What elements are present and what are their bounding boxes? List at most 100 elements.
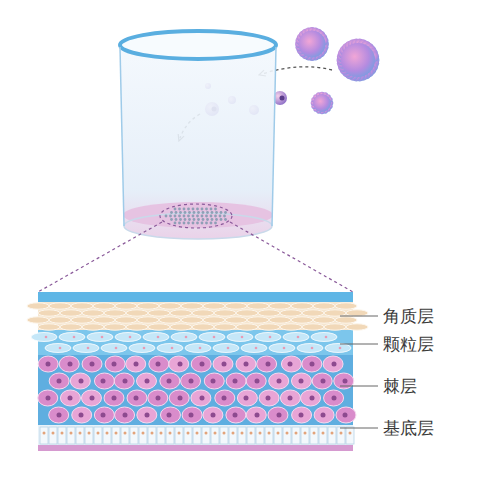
- membrane-dot: [174, 208, 177, 211]
- cell-nucleus: [349, 432, 352, 435]
- granular-cell: [199, 333, 225, 342]
- basal-cell: [103, 427, 111, 444]
- corneum-cell: [71, 317, 93, 323]
- cell-nucleus: [211, 379, 216, 384]
- granule: [101, 336, 104, 339]
- cell-nucleus: [223, 432, 226, 435]
- spinous-cell: [82, 356, 102, 372]
- membrane-dot: [220, 218, 223, 221]
- membrane-dot: [219, 215, 222, 218]
- cell-nucleus: [259, 432, 262, 435]
- membrane-dot: [192, 208, 195, 211]
- membrane-dot: [210, 222, 213, 225]
- basal-cell: [148, 427, 156, 444]
- corneum-cell: [324, 310, 346, 316]
- spinous-cell: [169, 356, 189, 372]
- cell-nucleus: [134, 362, 139, 367]
- basal-cell: [337, 427, 345, 444]
- corneum-cell: [313, 317, 335, 323]
- cell-nucleus: [101, 413, 106, 418]
- cell-nucleus: [277, 432, 280, 435]
- granule: [255, 347, 258, 350]
- granular-cell: [227, 333, 253, 342]
- corneum-cell: [203, 317, 225, 323]
- corneum-cell: [313, 303, 335, 309]
- spinous-cell: [160, 373, 180, 389]
- cell-nucleus: [200, 362, 205, 367]
- cell-nucleus: [310, 396, 315, 401]
- spinous-cell: [213, 356, 233, 372]
- corneum-cell: [214, 310, 236, 316]
- zoom-line: [230, 222, 353, 292]
- corneum-cell: [137, 303, 159, 309]
- cell-nucleus: [299, 413, 304, 418]
- membrane-dot: [224, 211, 227, 214]
- corneum-cell: [159, 303, 181, 309]
- corneum-cell: [258, 324, 280, 330]
- cell-nucleus: [187, 432, 190, 435]
- corneum-cell: [258, 310, 280, 316]
- cell-nucleus: [288, 362, 293, 367]
- spinous-cell: [70, 373, 90, 389]
- granular-cell: [241, 344, 267, 353]
- membrane-dot: [220, 211, 223, 214]
- corneum-cell: [247, 317, 269, 323]
- membrane-dot: [170, 211, 173, 214]
- basal-cell: [292, 427, 300, 444]
- basal-cell: [247, 427, 255, 444]
- membrane-dot: [188, 211, 191, 214]
- membrane-dot: [175, 211, 178, 214]
- cell-nucleus: [134, 396, 139, 401]
- corneum-cell: [159, 317, 181, 323]
- granule: [241, 336, 244, 339]
- spinous-cell: [149, 356, 169, 372]
- basal-cell: [121, 427, 129, 444]
- cell-nucleus: [244, 362, 249, 367]
- membrane-dot: [187, 222, 190, 225]
- stratum-spinosum: [38, 355, 353, 425]
- corneum-cell: [170, 324, 192, 330]
- membrane-dot: [205, 208, 208, 211]
- corneum-cell: [148, 324, 170, 330]
- cell-nucleus: [133, 432, 136, 435]
- cell-nucleus: [288, 396, 293, 401]
- granule: [213, 336, 216, 339]
- cell-nucleus: [331, 432, 334, 435]
- corneum-cell: [104, 324, 126, 330]
- spinous-cell: [203, 407, 223, 423]
- basal-cell: [202, 427, 210, 444]
- basal-cell: [157, 427, 165, 444]
- corneum-cell: [115, 303, 137, 309]
- corneum-cell: [214, 324, 236, 330]
- spinous-cell: [236, 356, 256, 372]
- layer-cells: [27, 303, 368, 444]
- basal-cell: [193, 427, 201, 444]
- spinous-cell: [114, 373, 134, 389]
- granule: [325, 336, 328, 339]
- membrane-dot: [214, 208, 217, 211]
- basal-cell: [238, 427, 246, 444]
- corneum-cell: [236, 310, 258, 316]
- membrane-dot: [179, 218, 182, 221]
- membrane-dot: [214, 215, 217, 218]
- membrane-dot: [196, 222, 199, 225]
- corneum-cell: [192, 324, 214, 330]
- corneum-cell: [82, 310, 104, 316]
- granular-cell: [283, 333, 309, 342]
- cell-nucleus: [57, 413, 62, 418]
- basal-cell: [49, 427, 57, 444]
- cell-nucleus: [211, 413, 216, 418]
- cell-nucleus: [46, 396, 51, 401]
- membrane-dot: [184, 211, 187, 214]
- membrane-dot: [174, 215, 177, 218]
- corneum-cell: [38, 324, 60, 330]
- spinous-cell: [115, 407, 135, 423]
- cell-nucleus: [169, 432, 172, 435]
- membrane-dot: [211, 218, 214, 221]
- cell-nucleus: [200, 396, 205, 401]
- spinous-cell: [323, 356, 343, 372]
- corneum-cell: [302, 310, 324, 316]
- cluster-body: [299, 31, 326, 58]
- corneum-cell: [324, 324, 346, 330]
